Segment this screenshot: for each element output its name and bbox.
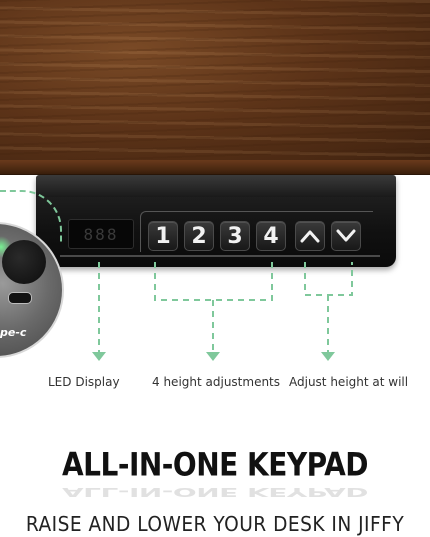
desktop-edge <box>0 160 430 175</box>
chevron-up-icon <box>300 230 320 243</box>
raise-button[interactable] <box>295 221 325 251</box>
port-knob <box>2 240 46 284</box>
controller-top <box>36 175 396 197</box>
chevron-down-icon <box>336 229 356 242</box>
headline: ALL-IN-ONE KEYPAD <box>61 445 369 484</box>
presets-bracket <box>154 262 273 301</box>
lower-button[interactable] <box>331 221 361 251</box>
arrow-down-icon <box>92 352 106 361</box>
arrow-down-icon <box>321 352 335 361</box>
arrow-down-icon <box>206 352 220 361</box>
wooden-desktop <box>0 0 430 168</box>
caption-led-display: LED Display <box>48 375 120 389</box>
tagline: RAISE AND LOWER YOUR DESK IN JIFFY <box>25 512 405 536</box>
type-c-label: pe-c <box>0 326 27 339</box>
usb-c-port-icon <box>8 292 32 304</box>
caption-height-adjustments: 4 height adjustments <box>152 375 281 389</box>
led-display: 888 <box>68 219 134 249</box>
controller-trim <box>60 255 380 257</box>
height-preset-4-button[interactable]: 4 <box>256 221 286 251</box>
key-panel-outline <box>140 211 373 252</box>
headline-reflection: ALL-IN-ONE KEYPAD <box>61 485 369 500</box>
height-preset-2-button[interactable]: 2 <box>184 221 214 251</box>
height-preset-1-button[interactable]: 1 <box>148 221 178 251</box>
type-c-port-closeup <box>0 222 64 358</box>
height-preset-3-button[interactable]: 3 <box>220 221 250 251</box>
caption-adjust-height: Adjust height at will <box>289 375 409 389</box>
